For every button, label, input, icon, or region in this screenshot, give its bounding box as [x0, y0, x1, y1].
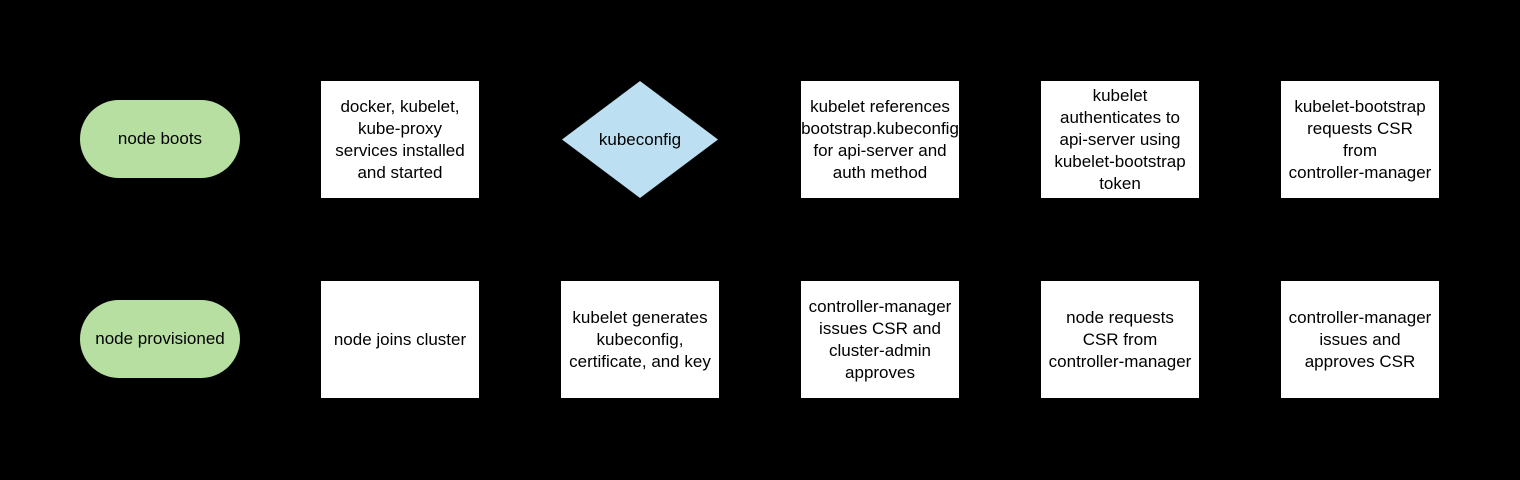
node-label: node requests CSR from controller-manage…	[1048, 307, 1192, 371]
terminal-node-provisioned: node provisioned	[80, 300, 240, 378]
node-label: controller-manager issues CSR and cluste…	[808, 296, 952, 382]
node-label: docker, kubelet, kube-proxy services ins…	[335, 96, 465, 182]
process-services-installed: docker, kubelet, kube-proxy services ins…	[321, 81, 479, 198]
terminal-node-boots: node boots	[80, 100, 240, 178]
process-node-requests-csr: node requests CSR from controller-manage…	[1041, 281, 1199, 398]
node-label: controller-manager issues and approves C…	[1288, 307, 1432, 371]
process-controller-manager-issues-csr: controller-manager issues CSR and cluste…	[801, 281, 959, 398]
diamond-shape	[562, 81, 718, 198]
node-label: node provisioned	[95, 329, 225, 348]
node-label: kubelet-bootstrap requests CSR from cont…	[1288, 96, 1432, 182]
node-label: kubelet generates kubeconfig, certificat…	[569, 307, 711, 371]
node-label: node boots	[117, 129, 203, 148]
process-kubelet-authenticates: kubelet authenticates to api-server usin…	[1041, 81, 1199, 198]
process-kubelet-bootstrap-requests-csr: kubelet-bootstrap requests CSR from cont…	[1281, 81, 1439, 198]
process-kubelet-references-bootstrap-kubeconfig: kubelet references bootstrap.kubeconfig …	[801, 81, 959, 198]
decision-kubeconfig: kubeconfig	[562, 81, 718, 198]
node-label: kubelet authenticates to api-server usin…	[1054, 85, 1186, 193]
process-controller-manager-approves-csr: controller-manager issues and approves C…	[1281, 281, 1439, 398]
node-label: kubelet references bootstrap.kubeconfig …	[801, 96, 959, 182]
process-kubelet-generates: kubelet generates kubeconfig, certificat…	[561, 281, 719, 398]
process-node-joins-cluster: node joins cluster	[321, 281, 479, 398]
node-label: kubeconfig	[598, 129, 682, 149]
node-label: node joins cluster	[333, 329, 467, 349]
